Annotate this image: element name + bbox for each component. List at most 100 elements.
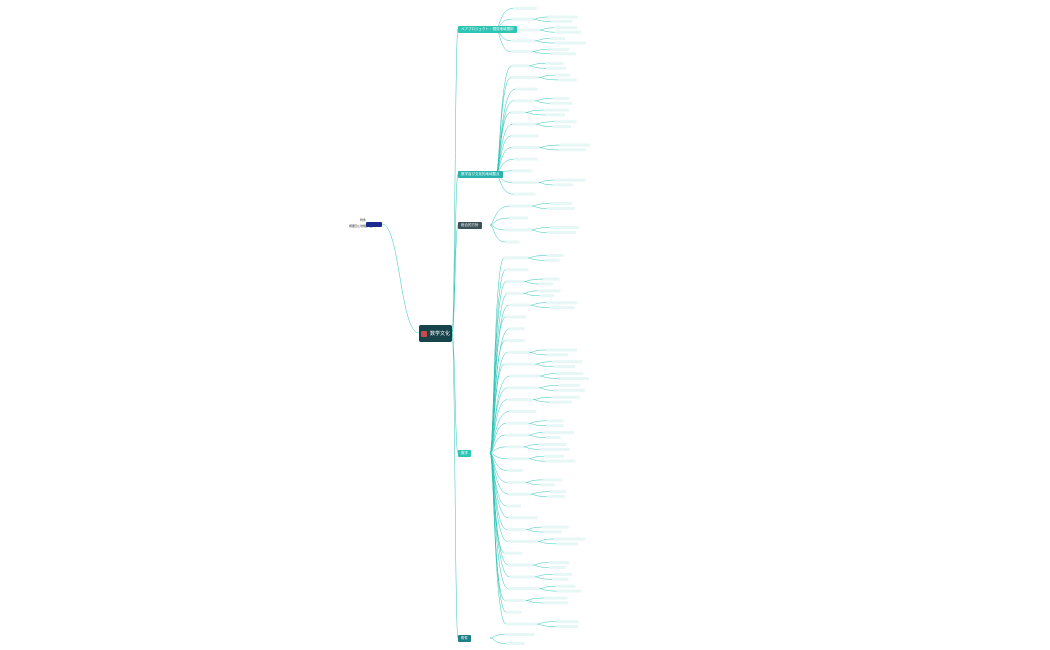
leaf-node[interactable]: [539, 447, 570, 451]
leaf-node[interactable]: [558, 148, 587, 152]
leaf-node[interactable]: [551, 360, 583, 364]
leaf-node[interactable]: [508, 587, 540, 591]
branch-node-1[interactable]: ペアプロジェクト・視覚地域選択: [458, 26, 517, 33]
leaf-node[interactable]: [504, 362, 535, 366]
leaf-node[interactable]: [554, 41, 587, 45]
leaf-node[interactable]: [510, 111, 526, 114]
leaf-node[interactable]: [554, 178, 586, 182]
leaf-node[interactable]: [512, 181, 539, 184]
leaf-node[interactable]: [505, 339, 525, 343]
leaf-node[interactable]: [512, 122, 536, 126]
leaf-node[interactable]: [559, 143, 590, 147]
leaf-node[interactable]: [510, 50, 533, 54]
leaf-node[interactable]: [546, 66, 566, 70]
leaf-node[interactable]: [550, 490, 566, 494]
leaf-node[interactable]: [545, 459, 576, 463]
leaf-node[interactable]: [547, 15, 578, 19]
leaf-node[interactable]: [547, 231, 576, 234]
leaf-node[interactable]: [552, 183, 574, 187]
leaf-node[interactable]: [508, 516, 538, 520]
leaf-node[interactable]: [558, 78, 577, 82]
leaf-node[interactable]: [550, 37, 565, 41]
leaf-node[interactable]: [546, 419, 564, 423]
branch-node-3[interactable]: 総合的方針: [458, 222, 482, 229]
leaf-node[interactable]: [506, 622, 537, 626]
leaf-node[interactable]: [543, 277, 560, 281]
leaf-node[interactable]: [512, 6, 538, 10]
leaf-node[interactable]: [550, 400, 573, 404]
leaf-node[interactable]: [555, 584, 576, 588]
leaf-node[interactable]: [551, 395, 580, 399]
leaf-node[interactable]: [515, 87, 538, 91]
leaf-node[interactable]: [552, 577, 569, 581]
leaf-node[interactable]: [556, 625, 578, 629]
leaf-node[interactable]: [506, 610, 522, 614]
branch-node-5[interactable]: 附件: [458, 635, 471, 642]
leaf-node[interactable]: [507, 350, 530, 354]
leaf-node[interactable]: [510, 76, 539, 79]
leaf-node[interactable]: [506, 445, 524, 449]
leaf-node[interactable]: [508, 563, 533, 567]
leaf-node[interactable]: [506, 280, 525, 284]
leaf-node[interactable]: [507, 528, 527, 532]
branch-node-2[interactable]: 数学及び文化的地域要点: [458, 171, 503, 178]
leaf-node[interactable]: [509, 575, 535, 579]
leaf-node[interactable]: [504, 256, 528, 260]
leaf-node[interactable]: [558, 376, 589, 380]
leaf-node[interactable]: [554, 73, 571, 77]
leaf-node[interactable]: [553, 388, 586, 392]
leaf-node[interactable]: [546, 301, 578, 305]
leaf-node[interactable]: [550, 52, 577, 56]
leaf-node[interactable]: [509, 216, 529, 220]
leaf-node[interactable]: [511, 64, 529, 68]
leaf-node[interactable]: [555, 30, 582, 34]
leaf-node[interactable]: [513, 192, 536, 196]
leaf-node[interactable]: [513, 99, 535, 103]
leaf-node[interactable]: [510, 39, 536, 43]
leaf-node[interactable]: [541, 525, 569, 529]
leaf-node[interactable]: [550, 19, 573, 23]
leaf-node[interactable]: [543, 454, 564, 458]
leaf-node[interactable]: [548, 561, 569, 565]
leaf-node[interactable]: [552, 125, 571, 129]
leaf-node[interactable]: [542, 601, 568, 605]
leaf-node[interactable]: [543, 530, 562, 534]
leaf-node[interactable]: [539, 282, 554, 286]
leaf-node[interactable]: [511, 169, 533, 173]
leaf-node[interactable]: [504, 551, 523, 555]
leaf-node[interactable]: [506, 421, 529, 425]
leaf-node[interactable]: [537, 289, 561, 293]
leaf-node[interactable]: [504, 598, 526, 602]
leaf-node[interactable]: [507, 457, 529, 461]
leaf-node[interactable]: [543, 108, 570, 112]
leaf-node[interactable]: [509, 409, 537, 413]
leaf-node[interactable]: [546, 353, 569, 357]
leaf-node[interactable]: [506, 642, 525, 645]
leaf-node[interactable]: [507, 469, 523, 473]
leaf-node[interactable]: [509, 204, 533, 208]
leaf-node[interactable]: [545, 61, 564, 65]
leaf-node[interactable]: [542, 478, 563, 482]
leaf-node[interactable]: [545, 436, 561, 440]
leaf-node[interactable]: [504, 228, 532, 232]
leaf-node[interactable]: [507, 539, 538, 543]
leaf-node[interactable]: [506, 480, 526, 484]
leaf-node[interactable]: [548, 306, 575, 310]
leaf-node[interactable]: [505, 315, 527, 319]
leaf-node[interactable]: [508, 492, 531, 496]
leaf-node[interactable]: [504, 633, 535, 636]
leaf-node[interactable]: [546, 253, 564, 257]
leaf-node[interactable]: [547, 495, 566, 499]
leaf-node[interactable]: [505, 433, 529, 437]
leaf-node[interactable]: [505, 268, 529, 272]
leaf-node[interactable]: [550, 101, 573, 105]
leaf-node[interactable]: [539, 483, 555, 487]
leaf-node[interactable]: [509, 374, 540, 378]
leaf-node[interactable]: [552, 572, 572, 576]
leaf-node[interactable]: [556, 542, 578, 546]
leaf-node[interactable]: [552, 365, 576, 369]
leaf-node[interactable]: [556, 620, 579, 624]
leaf-node[interactable]: [544, 596, 568, 600]
leaf-node[interactable]: [508, 303, 531, 307]
leaf-node[interactable]: [556, 372, 584, 376]
